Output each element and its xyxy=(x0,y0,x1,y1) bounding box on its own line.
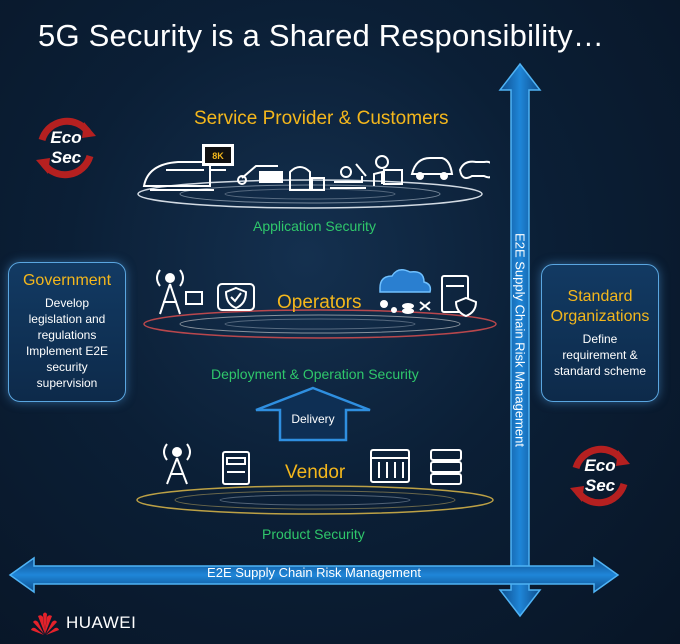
ecosec-line1: Eco xyxy=(50,128,82,147)
gamepad-icon xyxy=(458,160,490,179)
cycle-arrows-icon xyxy=(36,117,96,179)
ecosec-line2: Sec xyxy=(584,476,616,495)
tier-top-security: Application Security xyxy=(253,218,376,234)
ecosec-line1: Eco xyxy=(584,456,616,475)
standard-line: standard scheme xyxy=(553,364,647,378)
vertical-arrow xyxy=(498,62,542,618)
government-line: Implement E2E xyxy=(25,344,109,358)
government-line: legislation and xyxy=(28,312,106,326)
ecosec-bottom-badge: Eco Sec xyxy=(562,438,638,514)
antenna-tower-icon xyxy=(163,443,191,485)
government-heading: Government xyxy=(22,272,112,289)
factory-icon xyxy=(289,166,325,191)
hospital-bed-icon xyxy=(330,163,367,189)
tier-top-title: Service Provider & Customers xyxy=(194,108,449,129)
government-line: supervision xyxy=(36,376,98,390)
ecosec-line2: Sec xyxy=(50,148,82,167)
government-box: Government Develop legislation and regul… xyxy=(8,262,126,402)
huawei-petal-icon xyxy=(31,612,59,635)
brand-name: HUAWEI xyxy=(66,613,137,632)
tier-middle-security: Deployment & Operation Security xyxy=(211,366,419,382)
horizontal-arrow-label: E2E Supply Chain Risk Management xyxy=(207,565,421,580)
car-icon xyxy=(410,157,454,180)
middle-tier-scene xyxy=(143,269,497,339)
government-line: Develop xyxy=(44,296,90,310)
government-line: security xyxy=(46,360,88,374)
train-icon xyxy=(142,161,214,191)
cycle-arrows-icon xyxy=(570,445,630,507)
vertical-arrow-label: E2E Supply Chain Risk Management xyxy=(512,233,528,447)
government-line: regulations xyxy=(37,328,97,342)
tier-middle-title: Operators xyxy=(277,292,362,313)
cloud-icon xyxy=(379,269,432,293)
delivery-label: Delivery xyxy=(291,412,335,426)
tier-bottom-title: Vendor xyxy=(285,462,346,483)
standard-organizations-box: Standard Organizations Define requiremen… xyxy=(541,264,659,402)
shield-router-icon xyxy=(217,283,255,311)
ecosec-top-badge: Eco Sec xyxy=(28,110,104,186)
standard-line: requirement & xyxy=(562,348,638,362)
camera-icon xyxy=(185,291,203,305)
storage-array-icon xyxy=(370,449,410,483)
server-shield-icon xyxy=(441,275,478,318)
top-tier-scene: 8K xyxy=(137,144,490,209)
server-card-icon xyxy=(222,451,250,485)
delivery-arrow xyxy=(255,386,371,442)
tier-bottom-security: Product Security xyxy=(262,526,365,542)
antenna-tower-icon xyxy=(156,269,184,315)
page-title: 5G Security is a Shared Responsibility… xyxy=(38,18,605,53)
standard-heading-line: Organizations xyxy=(550,308,650,325)
media-icon xyxy=(373,155,403,186)
standard-line: Define xyxy=(582,332,618,346)
gears-icon xyxy=(380,300,431,314)
huawei-logo: HUAWEI xyxy=(30,610,136,636)
horizontal-arrow xyxy=(8,556,620,594)
tv-8k-icon: 8K xyxy=(202,144,234,171)
svg-text:8K: 8K xyxy=(212,151,224,161)
bottom-tier-scene xyxy=(136,443,494,515)
standard-heading-line: Standard xyxy=(567,288,633,305)
rack-server-icon xyxy=(430,449,462,485)
robot-arm-icon xyxy=(237,165,283,185)
